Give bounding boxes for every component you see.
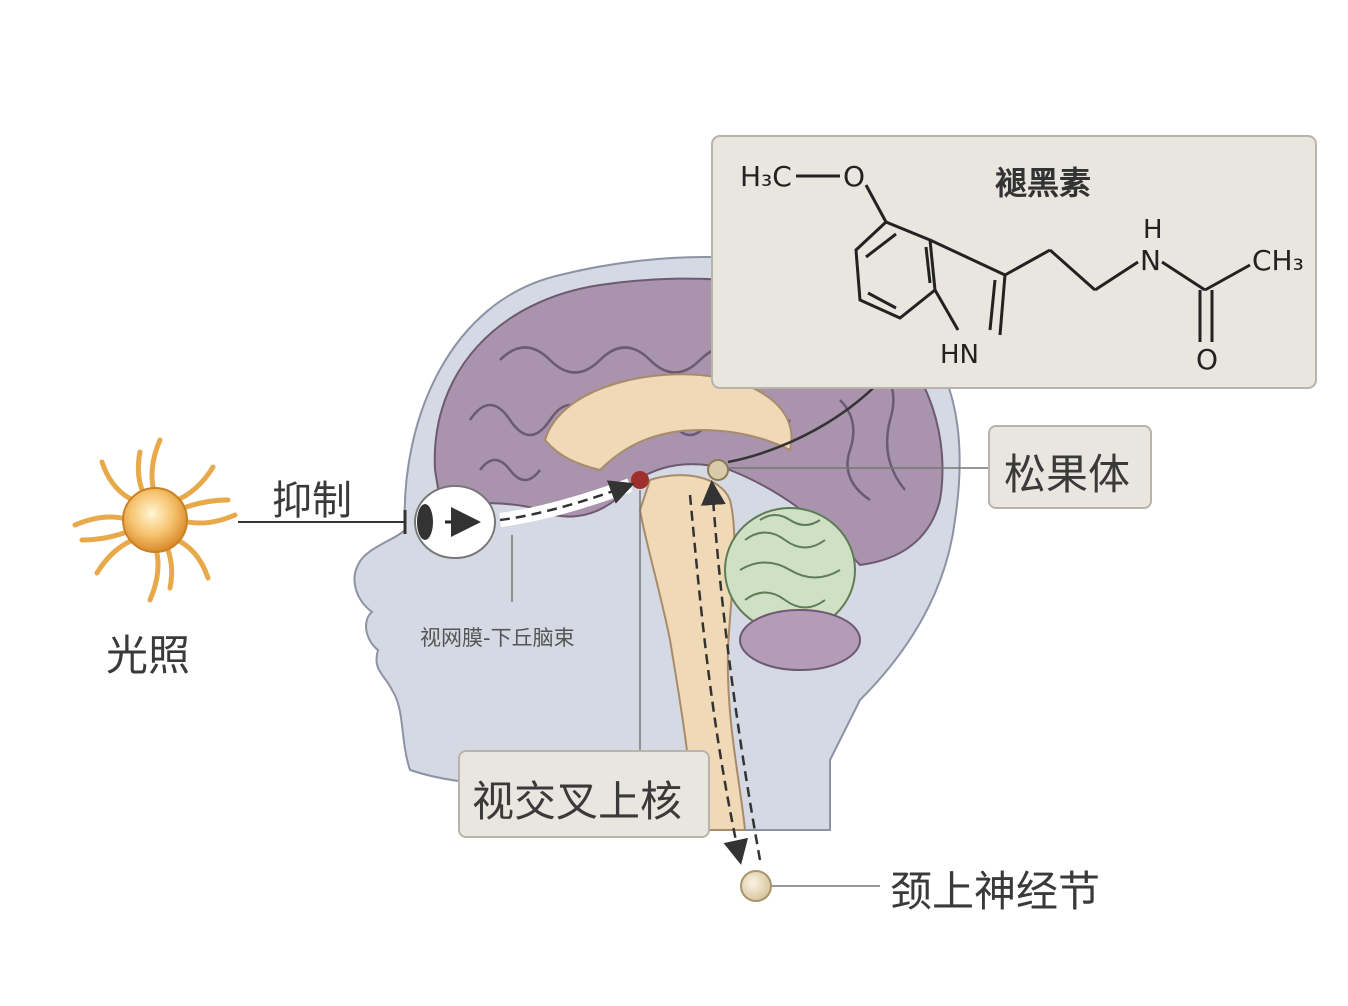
lower-cerebellum [739,609,861,671]
melatonin-box [711,135,1317,389]
atom-oxygen-carbonyl: O [1196,343,1219,376]
label-pineal: 松果体 [1004,450,1131,499]
scn-label-box: 视交叉上核 [458,750,710,838]
descending-pathway [688,494,749,865]
atom-h-amide: H [1143,215,1163,245]
sun-icon [72,437,238,603]
ganglion-node [740,870,772,902]
label-scn: 视交叉上核 [472,777,683,826]
atom-methyl-left: H₃C [740,160,792,193]
pineal-gland [707,459,729,481]
label-melatonin: 褪黑素 [995,164,1092,202]
atom-methyl-right: CH₃ [1252,244,1304,277]
melatonin-structure [796,174,1251,342]
atom-nh-ring: HN [940,340,979,370]
retino-tract-dashes [499,480,635,522]
label-retino-tract: 视网膜-下丘脑束 [420,626,575,650]
label-inhibit: 抑制 [272,478,352,524]
scn-dot [631,471,649,489]
label-light: 光照 [106,631,191,680]
pupil [417,504,433,540]
cerebellum-folia [739,514,841,609]
label-ganglion: 颈上神经节 [890,867,1101,916]
pineal-label-box: 松果体 [988,425,1152,509]
atom-oxygen-ether: O [843,160,866,193]
atom-n-amide: N [1140,244,1161,277]
ascending-pathway [700,480,762,861]
